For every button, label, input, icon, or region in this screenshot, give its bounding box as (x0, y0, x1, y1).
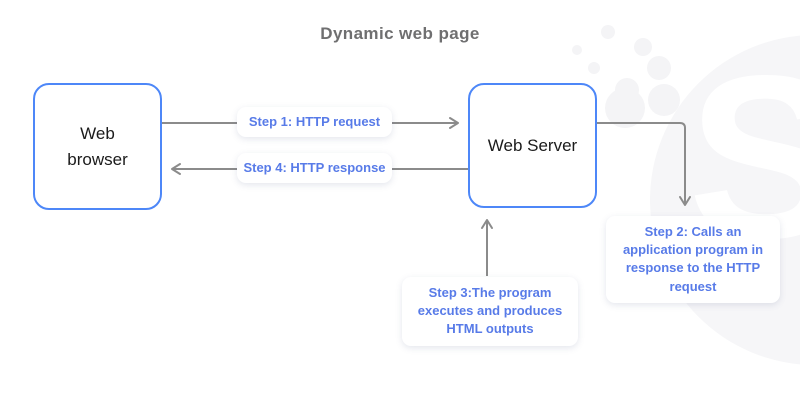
arrow-step2-call (595, 122, 691, 206)
web-browser-label: Web browser (67, 124, 128, 169)
watermark-dot (647, 56, 671, 80)
watermark-dot (634, 38, 652, 56)
diagram-title: Dynamic web page (320, 24, 480, 43)
watermark-dot (588, 62, 600, 74)
label-step3-program-executes: Step 3:The program executes and produces… (402, 277, 578, 346)
watermark-dot (601, 25, 615, 39)
label-step4-http-response: Step 4: HTTP response (237, 153, 392, 183)
node-web-server: Web Server (468, 83, 597, 208)
node-web-browser: Web browser (33, 83, 162, 210)
label-step1-http-request: Step 1: HTTP request (237, 107, 392, 137)
watermark-dot (572, 45, 582, 55)
label-step2-calls-application: Step 2: Calls an application program in … (606, 216, 780, 303)
watermark-dot (648, 84, 680, 116)
web-server-label: Web Server (487, 135, 578, 155)
watermark-dot (605, 88, 645, 128)
